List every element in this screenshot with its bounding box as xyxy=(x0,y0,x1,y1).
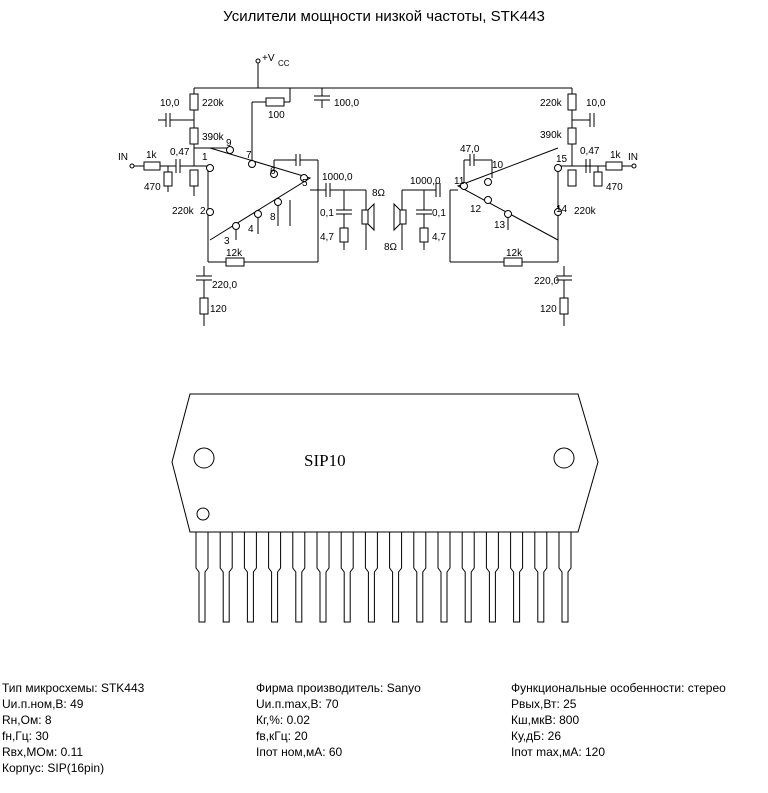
input-right-label: IN xyxy=(628,152,638,163)
package-pin xyxy=(510,531,524,623)
vcc-label: +V xyxy=(262,53,275,64)
label-left-speaker: 8Ω xyxy=(372,188,386,199)
label-left-r1k: 1k xyxy=(146,150,158,161)
spec-p-out: Pвых,Вт: 25 xyxy=(511,697,577,711)
label-left-c10: 10,0 xyxy=(160,98,180,109)
pin-label-13: 13 xyxy=(494,220,506,231)
label-right-speaker: 8Ω xyxy=(384,242,398,253)
label-left-r12k: 12k xyxy=(226,248,243,259)
pin-label-12: 12 xyxy=(470,204,482,215)
label-left-r470: 470 xyxy=(144,182,161,193)
spec-f-low: fн,Гц: 30 xyxy=(2,729,49,743)
pin-label-14: 14 xyxy=(556,204,568,215)
spec-noise: Кш,мкВ: 800 xyxy=(511,713,580,727)
label-right-r120: 120 xyxy=(540,304,557,315)
spec-gain: Ку,дБ: 26 xyxy=(511,729,562,743)
label-left-c100: 100,0 xyxy=(334,98,359,109)
label-right-c10: 10,0 xyxy=(586,98,606,109)
label-right-r390k: 390k xyxy=(540,130,563,141)
package-pin xyxy=(389,531,403,623)
specs-column-3: Функциональные особенности: стерео Pвых,… xyxy=(511,680,726,760)
resistor-220k-left xyxy=(189,93,199,111)
package-pin xyxy=(437,531,451,623)
pin-label-6: 6 xyxy=(270,166,276,177)
label-left-r390k: 390k xyxy=(202,132,225,143)
package-pin xyxy=(219,531,233,623)
label-left-r220k-top: 220k xyxy=(202,98,225,109)
pin-label-5: 5 xyxy=(302,178,308,189)
label-right-r47: 4,7 xyxy=(432,232,446,243)
label-right-c01: 0,1 xyxy=(432,208,446,219)
label-left-r100: 100 xyxy=(268,110,285,121)
specs-column-2: Фирма производитель: Sanyo Uи.п.max,В: 7… xyxy=(256,680,421,760)
spec-i-max: Iпот max,мА: 120 xyxy=(511,745,606,759)
package-label: SIP10 xyxy=(304,451,346,470)
spec-supply-nominal: Uи.п.ном,В: 49 xyxy=(2,697,84,711)
package-pin xyxy=(413,531,427,623)
pin-label-1: 1 xyxy=(202,152,208,163)
specs-column-1: Тип микросхемы: STK443 Uи.п.ном,В: 49 Rн… xyxy=(2,680,144,776)
pin-label-3: 3 xyxy=(224,236,230,247)
label-right-r220k-bottom: 220k xyxy=(574,206,597,217)
pin-label-7: 7 xyxy=(246,150,252,161)
package-pin xyxy=(461,531,475,623)
pin-label-11: 11 xyxy=(454,176,465,187)
package-pin xyxy=(243,531,257,623)
package-pin xyxy=(558,531,572,623)
label-left-r120: 120 xyxy=(210,304,227,315)
label-left-c01: 0,1 xyxy=(320,208,334,219)
pin-label-8: 8 xyxy=(270,212,276,223)
vcc-sub-label: CC xyxy=(278,59,290,68)
label-right-r470: 470 xyxy=(606,182,623,193)
package-pin xyxy=(534,531,548,623)
spec-r-input: Rвх,МОм: 0.11 xyxy=(2,745,84,759)
label-right-c1000: 1000,0 xyxy=(410,176,441,187)
label-right-c47: 47,0 xyxy=(460,144,480,155)
spec-manufacturer: Фирма производитель: Sanyo xyxy=(256,681,421,695)
label-left-c220: 220,0 xyxy=(212,280,237,291)
input-left-label: IN xyxy=(118,152,128,163)
pin-label-10: 10 xyxy=(492,160,504,171)
spec-features: Функциональные особенности: стерео xyxy=(511,681,726,695)
package-pin xyxy=(195,531,209,623)
label-right-r1k: 1k xyxy=(610,150,622,161)
spec-load: Rн,Ом: 8 xyxy=(2,713,52,727)
label-right-c047: 0,47 xyxy=(580,146,600,157)
mounting-hole-right xyxy=(553,447,575,469)
pin-label-2: 2 xyxy=(200,206,206,217)
mounting-hole-left xyxy=(193,447,215,469)
package-pins xyxy=(195,531,572,623)
label-left-c047: 0,47 xyxy=(170,147,190,158)
spec-supply-max: Uи.п.max,В: 70 xyxy=(256,697,339,711)
label-right-c220: 220,0 xyxy=(534,276,559,287)
pin-label-9: 9 xyxy=(226,138,232,149)
pin-label-4: 4 xyxy=(248,224,254,235)
schematic-diagram: +V CC IN IN 10,0 220k 390k 100 100,0 1k … xyxy=(118,53,638,623)
sip-package-body xyxy=(171,393,599,533)
page-title: Усилители мощности низкой частоты, STK44… xyxy=(223,8,545,25)
package-pin xyxy=(485,531,499,623)
package-pin xyxy=(268,531,282,623)
label-left-c1000: 1000,0 xyxy=(322,172,353,183)
package-pin xyxy=(316,531,330,623)
label-right-r12k: 12k xyxy=(506,248,523,259)
resistor-390k-left xyxy=(189,127,199,145)
spec-thd: Кг,%: 0.02 xyxy=(256,713,310,727)
spec-package: Корпус: SIP(16pin) xyxy=(2,761,105,775)
resistor-100-left xyxy=(265,97,285,107)
package-pin xyxy=(292,531,306,623)
label-left-r220k-bottom: 220k xyxy=(172,206,195,217)
spec-f-high: fв,кГц: 20 xyxy=(256,729,308,743)
package-pin xyxy=(364,531,378,623)
spec-chip-type: Тип микросхемы: STK443 xyxy=(2,681,145,695)
pin-label-15: 15 xyxy=(556,154,568,165)
label-left-r47: 4,7 xyxy=(320,232,334,243)
pin1-marker xyxy=(196,507,210,521)
label-right-r220k-top: 220k xyxy=(540,98,563,109)
package-pin xyxy=(340,531,354,623)
spec-i-nominal: Iпот ном,мА: 60 xyxy=(256,745,343,759)
